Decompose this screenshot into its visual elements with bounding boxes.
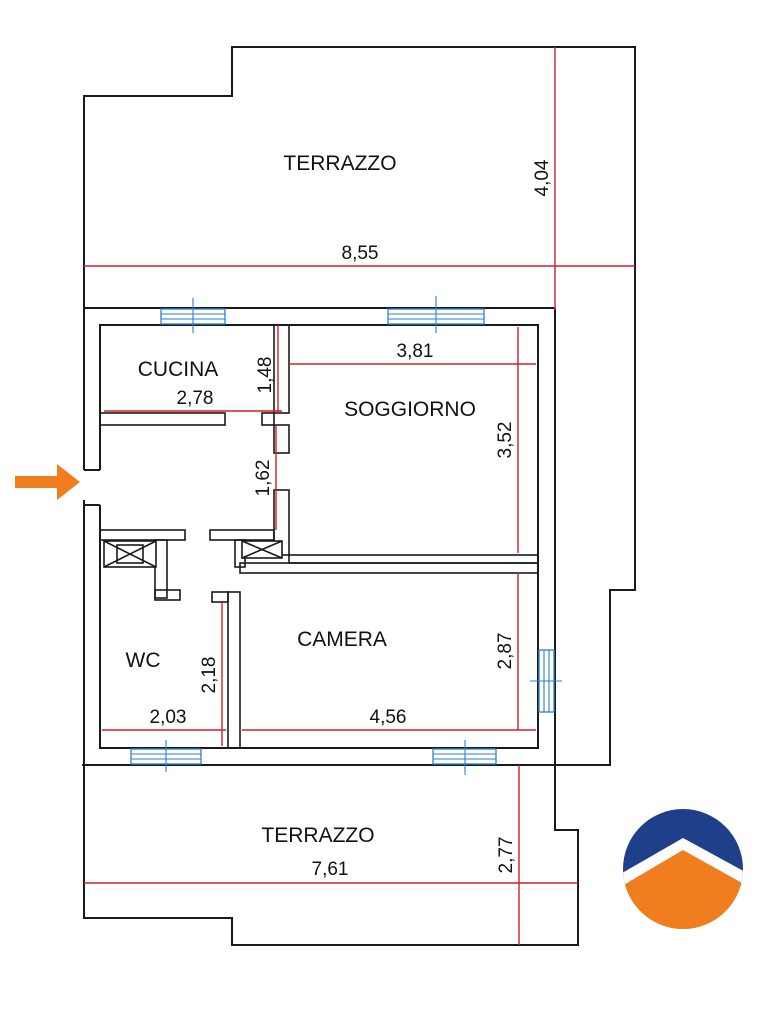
room-label-wc: WC (126, 649, 161, 672)
window-camera (432, 740, 497, 775)
window-wc (130, 740, 202, 772)
interior-walls (99, 324, 539, 749)
dim-terrazzo-top-depth: 4,04 (532, 159, 553, 196)
apartment-walls (83, 308, 539, 765)
dim-cucina-depth: 1,48 (255, 357, 276, 394)
dim-terrazzo-bottom-depth: 2,77 (496, 837, 517, 874)
agency-logo-icon (623, 809, 743, 929)
dim-wc-depth: 2,18 (199, 657, 220, 694)
shaft-left (103, 540, 157, 568)
dim-camera-depth: 2,87 (495, 633, 516, 670)
dim-wc-width: 2,03 (150, 707, 187, 728)
dim-corridor-depth: 1,62 (253, 460, 274, 497)
room-label-camera: CAMERA (297, 628, 387, 651)
room-label-terrazzo-top: TERRAZZO (283, 152, 396, 175)
entrance-arrow-icon (15, 464, 80, 500)
outer-outline (82, 46, 636, 946)
dim-terrazzo-top-width: 8,55 (342, 243, 379, 264)
dim-cucina-width: 2,78 (177, 388, 214, 409)
dim-terrazzo-bottom-width: 7,61 (312, 859, 349, 880)
dim-soggiorno-width: 3,81 (397, 341, 434, 362)
room-label-terrazzo-bottom: TERRAZZO (261, 824, 374, 847)
dim-camera-width: 4,56 (370, 707, 407, 728)
room-label-soggiorno: SOGGIORNO (344, 398, 476, 421)
dimension-lines (84, 47, 635, 945)
room-label-cucina: CUCINA (138, 358, 219, 381)
dim-soggiorno-depth: 3,52 (495, 422, 516, 459)
window-soggiorno (387, 296, 485, 333)
shaft-right (241, 540, 283, 559)
window-camera-side (530, 649, 562, 713)
window-cucina (160, 298, 226, 333)
